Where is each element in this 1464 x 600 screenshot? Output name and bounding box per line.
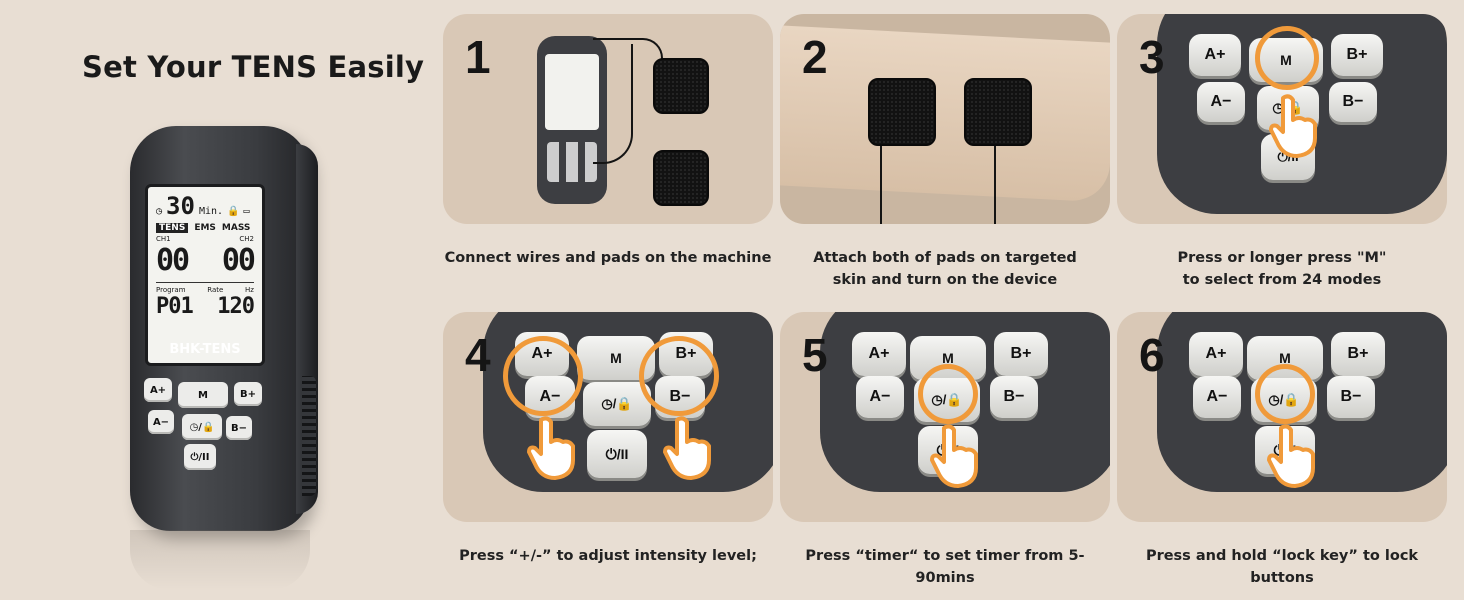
a-plus-button[interactable]: A+: [852, 332, 906, 376]
lcd-program-label: Program: [156, 286, 186, 294]
step-number: 2: [802, 31, 828, 83]
pointing-hand-icon: [1269, 94, 1317, 158]
pointing-hand-icon: [930, 424, 978, 488]
device-grip: [302, 376, 316, 496]
clock-icon: ◷: [156, 206, 163, 217]
step-4-caption: Press “+/-” to adjust intensity level;: [459, 548, 757, 564]
step-2-caption-line1: Attach both of pads on targeted: [813, 250, 1077, 266]
step-number: 6: [1139, 329, 1165, 381]
highlight-ring: [503, 336, 583, 416]
lcd-ch1-label: CH1: [156, 235, 171, 243]
lcd-program-values: P01 120: [156, 294, 255, 319]
wire: [880, 146, 882, 224]
tens-device-image: ◷ 30 Min. 🔒 ▭ TENS EMS MASS CH1 CH2 00 0…: [130, 126, 318, 531]
wire: [593, 44, 633, 164]
electrode-pad: [653, 150, 709, 206]
device-reflection: [130, 530, 310, 590]
step-card-3: 3 A+ M B+ A− ◷/🔒 B− ⏻/II: [1117, 14, 1447, 224]
lcd-timer: 30: [166, 192, 195, 220]
a-minus-button[interactable]: A−: [1193, 376, 1241, 418]
lcd-mode-ems: EMS: [194, 223, 216, 233]
b-plus-button[interactable]: B+: [1331, 332, 1385, 376]
lock-icon: 🔒: [227, 206, 240, 217]
b-minus-button[interactable]: B−: [1327, 376, 1375, 418]
wire: [994, 146, 996, 224]
electrode-pad: [653, 58, 709, 114]
device-button-timer-lock: ◷/🔒: [182, 414, 222, 440]
lcd-ch1-value: 00: [156, 243, 190, 278]
device-button-a-plus: A+: [144, 378, 172, 402]
electrode-pad: [868, 78, 936, 146]
device-button-b-minus: B−: [226, 416, 252, 440]
lcd-program-value: P01: [156, 294, 194, 319]
step-6-caption: Press and hold “lock key” to lock button…: [1145, 548, 1419, 586]
highlight-ring: [1255, 26, 1319, 90]
highlight-ring: [639, 336, 719, 416]
device-button-b-plus: B+: [234, 382, 262, 406]
lcd-rate-label: Rate: [207, 286, 224, 294]
mini-device-buttons: [547, 142, 597, 182]
step-number: 1: [465, 31, 491, 83]
lcd-ch2-value: 00: [221, 243, 256, 278]
lcd-mode-mass: MASS: [221, 223, 251, 233]
device-lcd-screen: ◷ 30 Min. 🔒 ▭ TENS EMS MASS CH1 CH2 00 0…: [145, 184, 265, 366]
lcd-channel-values: 00 00: [156, 243, 256, 283]
b-plus-button[interactable]: B+: [1331, 34, 1383, 76]
step-card-4: 4 A+ M B+ A− ◷/🔒 B− ⏻/II: [443, 312, 773, 522]
lcd-mode-tens: TENS: [156, 223, 189, 233]
step-card-5: 5 A+ M B+ A− ◷/🔒 B− ⏻/II: [780, 312, 1110, 522]
step-2-caption: Attach both of pads on targeted skin and…: [780, 247, 1110, 291]
lcd-program-labels: Program Rate Hz: [156, 286, 254, 294]
step-number: 3: [1139, 31, 1165, 83]
lcd-timer-unit: Min.: [198, 206, 224, 217]
step-2-caption-line2: skin and turn on the device: [832, 272, 1058, 288]
step-1-caption: Connect wires and pads on the machine: [444, 250, 772, 266]
a-minus-button[interactable]: A−: [1197, 82, 1245, 122]
lcd-modes: TENS EMS MASS: [156, 223, 254, 233]
device-button-m: M: [178, 382, 228, 408]
lcd-ch2-label: CH2: [239, 235, 254, 243]
highlight-ring: [1255, 364, 1315, 424]
pointing-hand-icon: [1267, 424, 1315, 488]
step-card-6: 6 A+ M B+ A− ◷/🔒 B− ⏻/II: [1117, 312, 1447, 522]
a-plus-button[interactable]: A+: [1189, 332, 1243, 376]
pointing-hand-icon: [527, 416, 575, 480]
step-number: 4: [465, 329, 491, 381]
lcd-timer-row: ◷ 30 Min. 🔒 ▭: [156, 192, 254, 220]
step-card-1: 1: [443, 14, 773, 224]
step-card-2: 2: [780, 14, 1110, 224]
device-button-power: ⏻/II: [184, 444, 216, 470]
power-button[interactable]: ⏻/II: [587, 430, 647, 478]
b-plus-button[interactable]: B+: [994, 332, 1048, 376]
step-3-caption: Press or longer press "M" to select from…: [1117, 247, 1447, 291]
a-minus-button[interactable]: A−: [856, 376, 904, 418]
lcd-hz-label: Hz: [245, 286, 254, 294]
hero-title: Set Your TENS Easily: [82, 50, 425, 84]
step-5-caption: Press “timer“ to set timer from 5-90mins: [805, 548, 1085, 586]
step-3-caption-line2: to select from 24 modes: [1182, 272, 1382, 288]
b-minus-button[interactable]: B−: [990, 376, 1038, 418]
step-3-caption-line1: Press or longer press "M": [1177, 250, 1387, 266]
lcd-rate-value: 120: [217, 294, 255, 319]
pointing-hand-icon: [663, 416, 711, 480]
device-brand: BHK-TENS: [169, 342, 241, 357]
electrode-pad: [964, 78, 1032, 146]
device-button-a-minus: A−: [148, 410, 174, 434]
lcd-channel-labels: CH1 CH2: [156, 235, 254, 243]
timer-lock-button[interactable]: ◷/🔒: [583, 382, 651, 426]
highlight-ring: [918, 364, 978, 424]
battery-icon: ▭: [243, 206, 250, 217]
a-plus-button[interactable]: A+: [1189, 34, 1241, 76]
b-minus-button[interactable]: B−: [1329, 82, 1377, 122]
mini-device-screen: [545, 54, 599, 130]
arm-skin: [780, 25, 1110, 203]
step-number: 5: [802, 329, 828, 381]
